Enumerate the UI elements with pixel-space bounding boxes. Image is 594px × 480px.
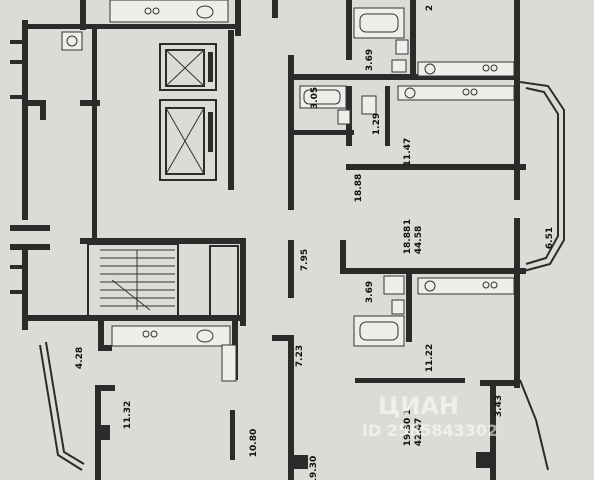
area-label-11-22: 11.22 xyxy=(425,344,435,372)
right-block-walls xyxy=(230,0,565,480)
bottom-left-kitchen xyxy=(111,325,237,382)
area-label-3-69-mid: 3.69 xyxy=(365,281,375,303)
area-label-18-88-right: 18.88 xyxy=(403,226,413,254)
area-label-19-30-right: 19.30 xyxy=(403,418,413,446)
area-label-11-32: 11.32 xyxy=(123,401,133,429)
area-label-42-47: 42.47 xyxy=(414,418,424,446)
area-label-7-95: 7.95 xyxy=(300,249,310,271)
area-label-10-80: 10.80 xyxy=(249,429,259,457)
right-block-fixtures xyxy=(299,7,515,347)
watermark-brand: ЦИАН xyxy=(378,392,459,420)
area-label-3-43: 3.43 xyxy=(494,395,504,417)
staircase xyxy=(87,243,239,317)
area-label-2: 2 xyxy=(425,5,435,11)
area-label-4-28: 4.28 xyxy=(75,347,85,369)
area-label-3-05: 3.05 xyxy=(310,87,320,109)
area-label-apartment-2-number: 1 xyxy=(403,409,413,415)
area-label-11-47: 11.47 xyxy=(403,138,413,166)
area-label-19-30-bottom: 19.30 xyxy=(309,456,319,480)
area-label-3-69-top: 3.69 xyxy=(365,49,375,71)
area-label-6-51: 6.51 xyxy=(545,227,555,249)
elevator-shafts xyxy=(159,43,217,181)
top-left-kitchen xyxy=(61,0,229,51)
area-label-apartment-1-number: 1 xyxy=(403,219,413,225)
area-label-1-29: 1.29 xyxy=(372,113,382,135)
watermark: ЦИАН ID 2585843302 xyxy=(362,392,498,440)
area-label-18-88-left: 18.88 xyxy=(354,174,364,202)
watermark-id: ID 2585843302 xyxy=(362,421,498,440)
area-labels: 2 3.69 3.05 1.29 11.47 18.88 1 18.88 44.… xyxy=(75,5,555,480)
area-label-44-58: 44.58 xyxy=(414,226,424,254)
left-wing-walls xyxy=(10,0,246,480)
area-label-7-23: 7.23 xyxy=(295,345,305,367)
